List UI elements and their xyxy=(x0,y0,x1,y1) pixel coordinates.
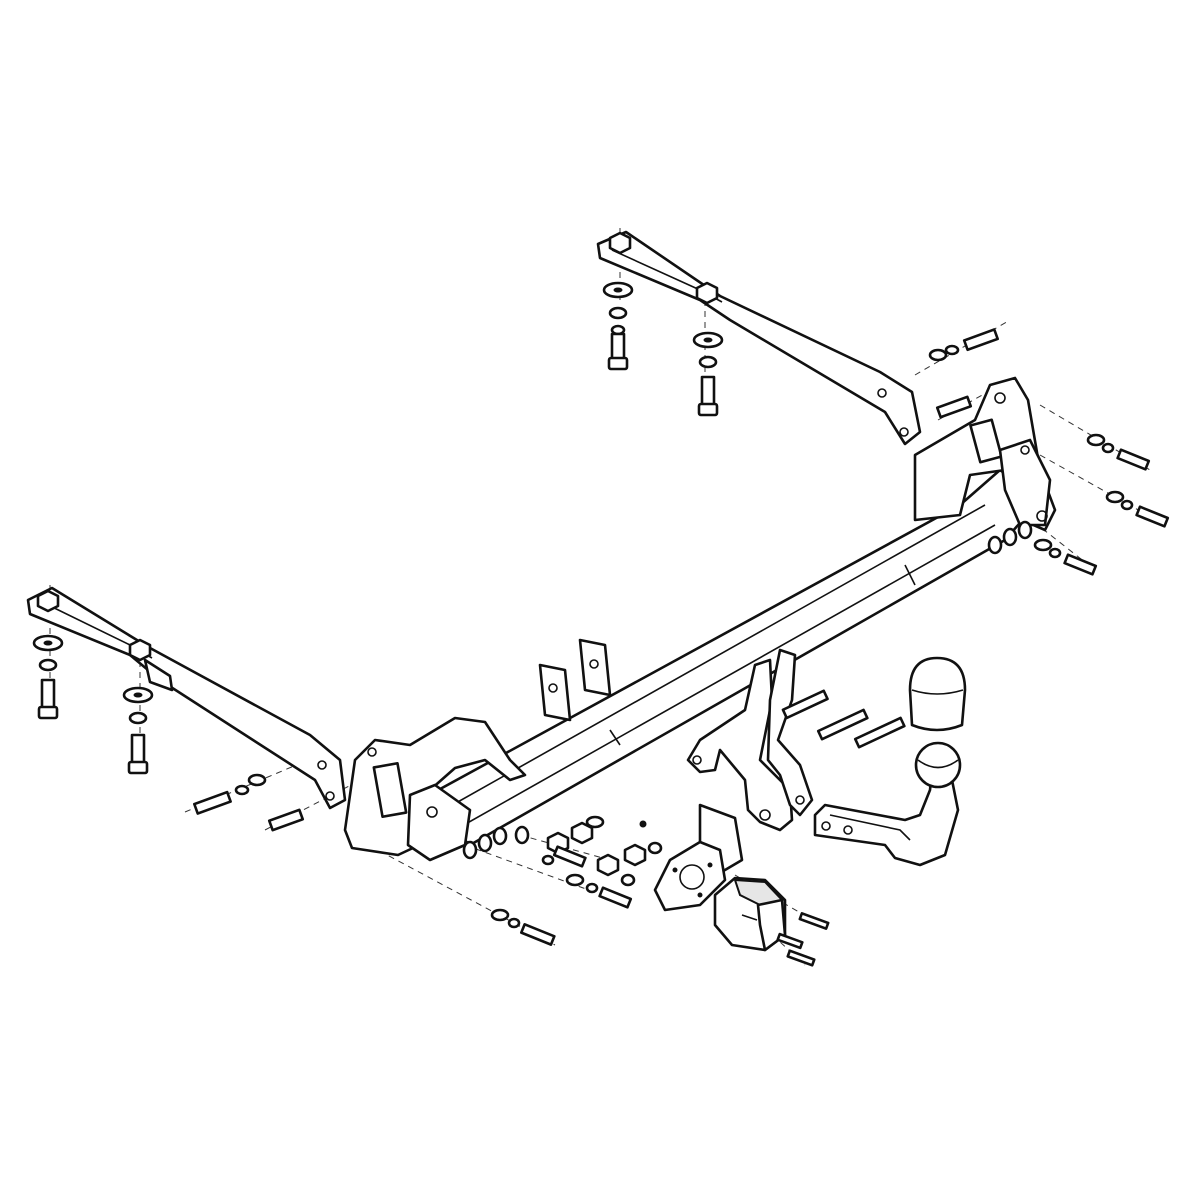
electrical-socket xyxy=(713,876,787,952)
right-plate-bolts xyxy=(928,328,1170,576)
tow-ball xyxy=(914,741,962,789)
left-mounting-plate xyxy=(343,716,527,862)
spacer-plates xyxy=(538,638,612,722)
right-extension-arm xyxy=(596,230,922,446)
tow-ball-neck xyxy=(813,768,960,867)
left-arm-vertical-bolts xyxy=(32,634,154,775)
socket-screws xyxy=(776,912,830,967)
right-arm-vertical-bolts xyxy=(602,281,724,417)
hex-nut-icon xyxy=(608,231,719,305)
nuts-washers-cluster xyxy=(490,815,663,946)
socket-bracket xyxy=(653,803,744,912)
right-mounting-plate xyxy=(913,376,1057,532)
left-plate-bolts xyxy=(193,773,530,860)
tow-ball-cap xyxy=(908,656,967,732)
left-extension-arm xyxy=(26,586,347,810)
bracket-bolts xyxy=(781,689,906,749)
center-bracket xyxy=(686,648,814,832)
